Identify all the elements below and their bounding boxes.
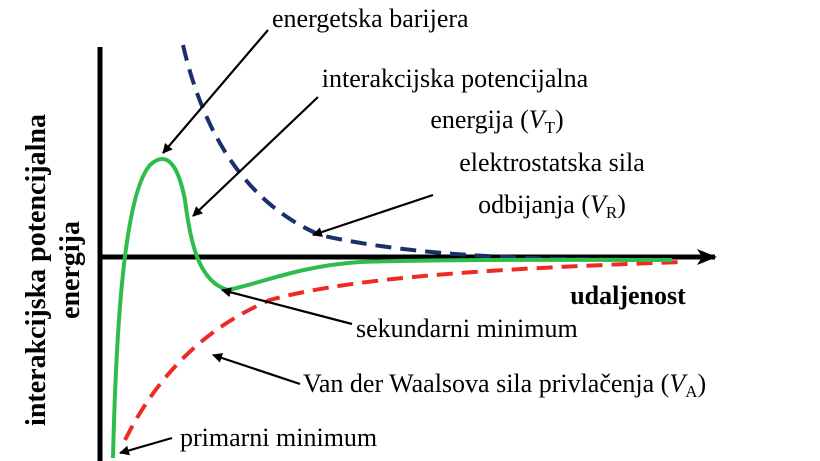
repulsion-label-line2: odbijanja (VR) [478,190,626,222]
interaction-curve [111,157,673,459]
interaction-subscript: T [545,118,556,137]
attraction-arrow [212,353,301,386]
interaction-label-text: energija ( [430,105,528,134]
energy-barrier-arrow [162,29,269,154]
repulsion-label-line1: elektrostatska sila [459,148,645,177]
repulsion-label-text: odbijanja ( [478,190,590,219]
repulsion-symbol: V [590,190,609,219]
attraction-curve [123,260,681,441]
primary-minimum-label: primarni minimum [180,423,377,452]
attraction-symbol: V [669,369,688,398]
interaction-label-line2: energija (VT) [430,105,563,137]
y-axis-label: interakcijska potencijalna energija [21,114,86,426]
y-axis-label-line2: energija [55,221,86,319]
interaction-curve-arrow [192,96,319,217]
energy-barrier-label: energetska barijera [272,4,469,33]
interaction-close-paren: ) [555,105,564,134]
repulsion-arrow [312,193,434,237]
repulsion-subscript: R [606,203,618,222]
repulsion-close-paren: ) [617,190,626,219]
x-axis-label: udaljenost [570,281,686,310]
attraction-label-text: Van der Waalsova sila privlačenja ( [303,369,669,398]
y-axis-label-line1: interakcijska potencijalna [21,114,52,426]
interaction-label-line1: interakcijska potencijalna [322,64,589,93]
secondary-minimum-label: sekundarni minimum [356,314,578,343]
secondary-minimum-arrow [221,287,353,326]
attraction-subscript: A [685,382,698,401]
attraction-label: Van der Waalsova sila privlačenja (VA) [303,369,706,401]
interaction-symbol: V [529,105,548,134]
attraction-close-paren: ) [698,369,707,398]
primary-minimum-arrow [119,436,173,456]
